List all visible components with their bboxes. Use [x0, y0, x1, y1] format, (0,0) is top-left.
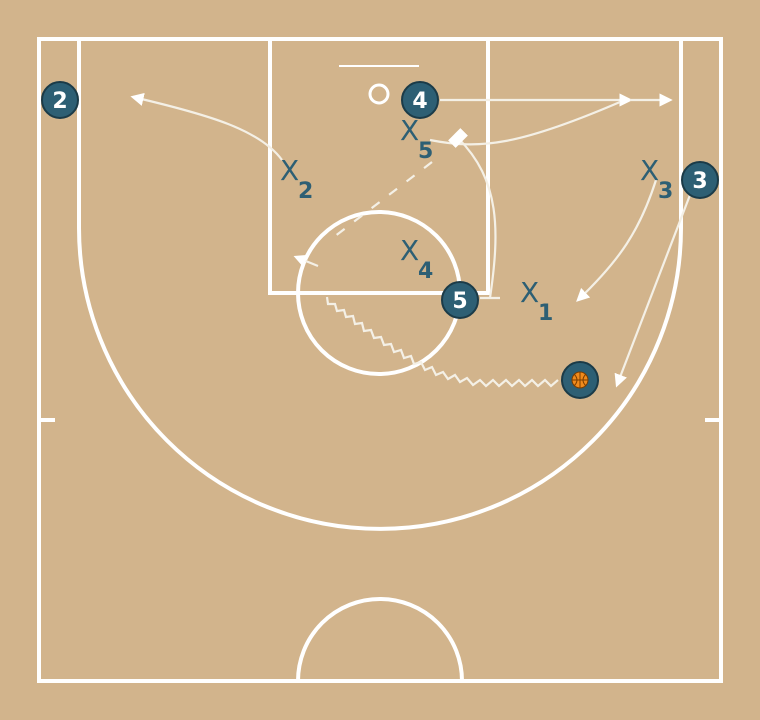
pass-path	[329, 161, 433, 241]
defender-x2: X 2	[280, 154, 313, 204]
svg-text:2: 2	[298, 179, 313, 204]
svg-text:3: 3	[692, 169, 707, 194]
cut-path-2	[130, 92, 283, 161]
cut-path-x3	[576, 179, 658, 302]
court-lines	[37, 37, 723, 683]
svg-text:1: 1	[538, 301, 553, 326]
basketball-icon	[571, 371, 589, 389]
paint	[268, 37, 490, 295]
player-4: 4	[401, 81, 439, 119]
svg-text:5: 5	[452, 289, 467, 314]
svg-text:X: X	[280, 154, 299, 187]
svg-text:4: 4	[418, 259, 433, 284]
svg-text:X: X	[520, 276, 539, 309]
defender-x3: X 3	[640, 154, 673, 204]
svg-text:X: X	[400, 114, 419, 147]
dribble-path	[325, 296, 559, 388]
three-point-line	[77, 39, 683, 531]
svg-text:3: 3	[658, 179, 673, 204]
center-circle	[296, 597, 464, 682]
svg-text:4: 4	[412, 89, 427, 114]
offense-players: 2 4 3 5	[41, 81, 719, 399]
defender-x5: X 5	[400, 114, 433, 164]
player-5: 5	[441, 281, 479, 319]
player-3: 3	[681, 161, 719, 199]
dribble-arrow	[293, 254, 319, 268]
basket-icon	[368, 83, 390, 105]
cut-path-3	[614, 194, 692, 388]
screen-path-5	[448, 128, 497, 299]
court-boundary	[37, 37, 723, 683]
player-2: 2	[41, 81, 79, 119]
svg-text:X: X	[640, 154, 659, 187]
defender-x1: X 1	[520, 276, 553, 326]
svg-text:2: 2	[52, 89, 67, 114]
defenders: X 2 X 5 X 3 X 4 X 1	[280, 114, 673, 326]
svg-text:5: 5	[418, 139, 433, 164]
defender-x4: X 4	[400, 234, 433, 284]
player-1-ball-handler	[561, 361, 599, 399]
svg-text:X: X	[400, 234, 419, 267]
movement-paths	[130, 92, 692, 388]
cut-path-x5	[429, 100, 621, 146]
